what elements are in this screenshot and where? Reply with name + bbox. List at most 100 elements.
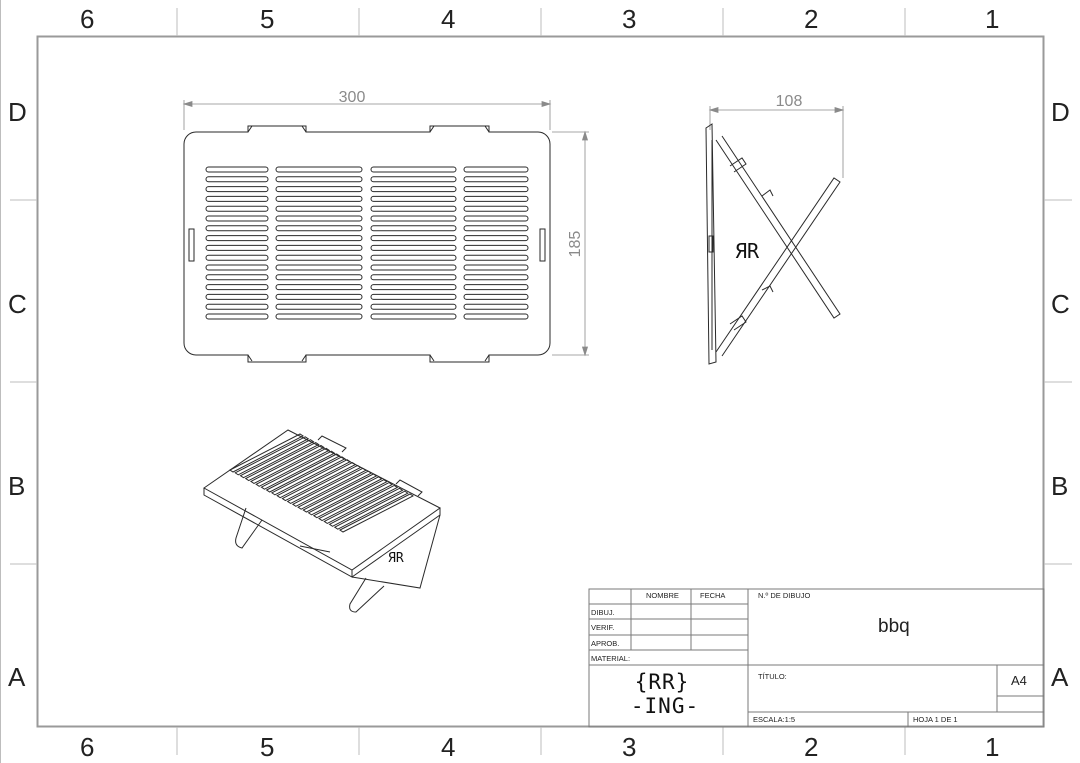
grill-slot <box>205 195 269 202</box>
top-view-dimensions <box>182 100 845 357</box>
top-view-grill <box>183 125 551 363</box>
isometric-slot <box>323 484 399 525</box>
grill-slot <box>370 244 457 251</box>
grill-slot <box>275 205 363 212</box>
isometric-slot <box>297 470 373 510</box>
grill-slot <box>370 176 457 183</box>
grill-slot <box>463 254 529 261</box>
grill-slot <box>370 235 457 242</box>
isometric-slot <box>333 490 409 530</box>
grill-slot <box>205 254 269 261</box>
grill-slot <box>370 293 457 300</box>
grill-slot <box>370 274 457 281</box>
isometric-slot <box>328 487 404 527</box>
grill-slot <box>463 176 529 183</box>
grill-slot <box>275 186 363 193</box>
title-block-title-label: TÍTULO: <box>758 672 787 681</box>
zone-col-label: 1 <box>985 732 1000 762</box>
zone-row-label: C <box>1051 289 1070 319</box>
grill-slots <box>205 166 529 320</box>
grill-slot <box>463 195 529 202</box>
grill-slot <box>463 313 529 320</box>
zone-col-label: 4 <box>441 4 456 34</box>
grill-slot <box>463 235 529 242</box>
title-block-col-fecha: FECHA <box>700 591 726 600</box>
grill-slot <box>275 176 363 183</box>
zone-col-label: 5 <box>260 4 275 34</box>
grill-slot <box>275 254 363 261</box>
isometric-slot <box>265 453 341 493</box>
title-block-row-verif: VERIF. <box>591 623 615 632</box>
grill-slot <box>370 215 457 222</box>
grill-slot <box>205 264 269 271</box>
grill-slot <box>463 186 529 193</box>
grill-slot <box>463 244 529 251</box>
grill-slot <box>463 225 529 232</box>
title-block-sheet: HOJA 1 DE 1 <box>913 715 958 724</box>
grill-slot <box>275 215 363 222</box>
grill-slot <box>205 235 269 242</box>
isometric-view-grill: ЯR <box>203 429 441 613</box>
grill-slot <box>370 313 457 320</box>
isometric-slot <box>234 436 310 476</box>
zone-col-label: 5 <box>260 732 275 762</box>
isometric-slot <box>291 467 367 507</box>
grill-slot <box>370 225 457 232</box>
grill-slot <box>205 186 269 193</box>
grill-slot <box>370 195 457 202</box>
zone-row-label: B <box>1051 471 1069 501</box>
isometric-slot <box>244 441 320 482</box>
grill-slot <box>463 284 529 291</box>
dimension-width-text: 300 <box>339 89 366 106</box>
grill-slot <box>205 205 269 212</box>
grill-slot <box>370 303 457 310</box>
grill-slot <box>275 303 363 310</box>
grill-slot <box>370 205 457 212</box>
grill-slot <box>275 235 363 242</box>
zone-row-label: A <box>8 662 26 692</box>
isometric-slot <box>339 493 414 533</box>
top-view-handles <box>247 125 490 362</box>
isometric-slot <box>286 464 362 505</box>
zone-col-label: 2 <box>804 4 819 34</box>
zone-col-label: 6 <box>80 4 95 34</box>
grill-slot <box>463 215 529 222</box>
grill-slot <box>463 264 529 271</box>
title-block-row-dibuj: DIBUJ. <box>591 608 615 617</box>
grill-slot <box>205 166 269 173</box>
grill-slot <box>205 225 269 232</box>
grill-slot <box>205 244 269 251</box>
title-block-row-aprob: APROB. <box>591 639 620 648</box>
grill-slot <box>463 303 529 310</box>
isometric-logo: ЯR <box>388 551 404 566</box>
isometric-slot <box>302 473 378 513</box>
isometric-slot <box>307 476 383 516</box>
isometric-slot <box>276 459 352 499</box>
grill-slot <box>275 225 363 232</box>
zone-col-label: 6 <box>80 732 95 762</box>
dimension-side-width-text: 108 <box>776 93 803 110</box>
grill-slot <box>370 284 457 291</box>
isometric-slot <box>318 481 394 522</box>
isometric-slot <box>255 447 331 487</box>
grill-slot <box>463 205 529 212</box>
side-view-stand: ЯR <box>705 123 841 365</box>
zone-col-label: 1 <box>985 4 1000 34</box>
grill-slot <box>275 166 363 173</box>
zone-row-label: D <box>8 97 27 127</box>
isometric-slot <box>239 439 315 479</box>
isometric-slot <box>281 461 357 502</box>
isometric-slot <box>270 456 346 496</box>
grill-slot <box>205 303 269 310</box>
isometric-slot <box>260 450 336 490</box>
zone-col-label: 3 <box>622 732 637 762</box>
grill-slot <box>275 284 363 291</box>
grill-slot <box>205 215 269 222</box>
title-block-col-nombre: NOMBRE <box>646 591 679 600</box>
zone-row-label: C <box>8 289 27 319</box>
grill-slot <box>205 274 269 281</box>
grill-slot <box>275 195 363 202</box>
